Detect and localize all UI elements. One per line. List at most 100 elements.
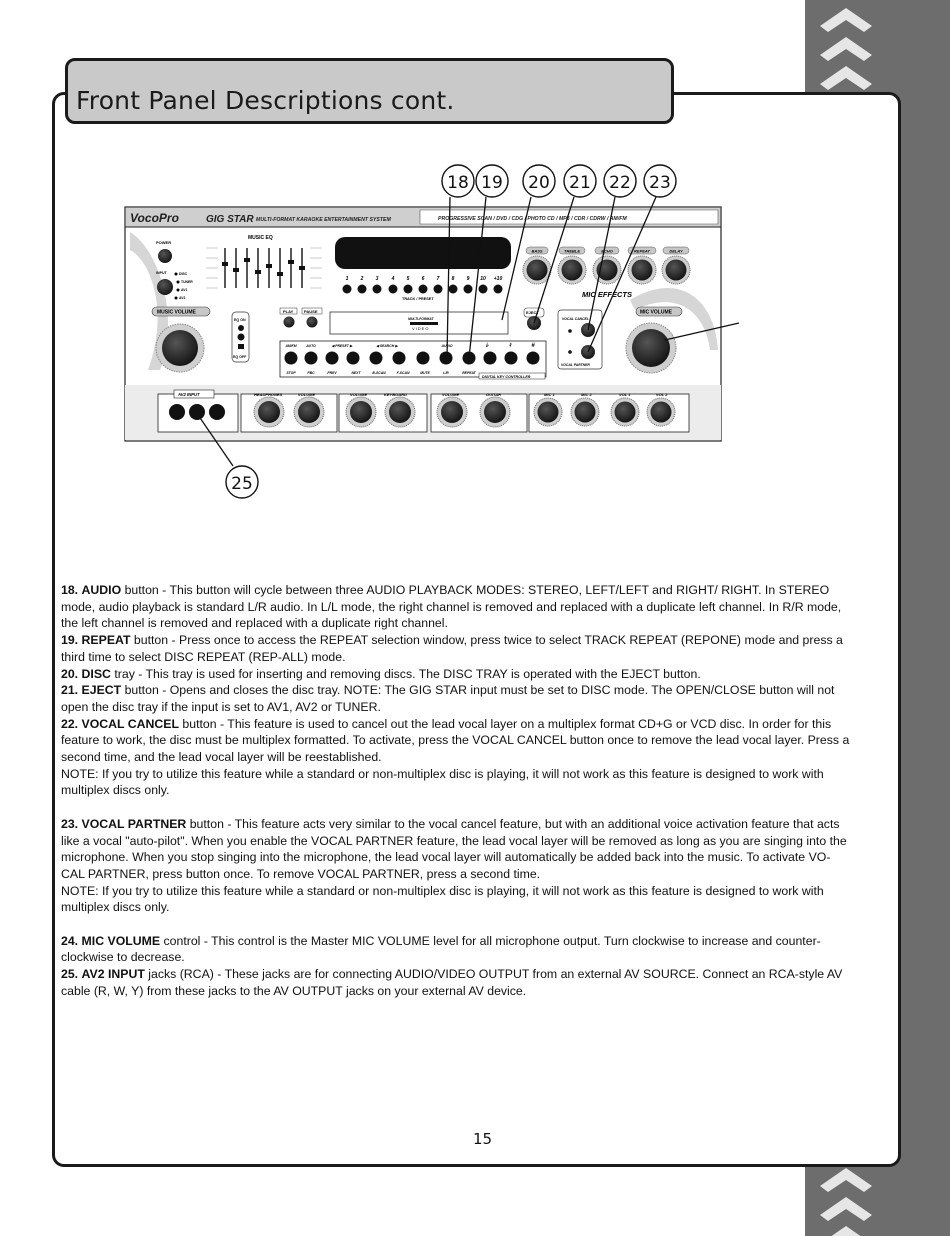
mic-volume-label: MIC VOLUME	[640, 310, 673, 316]
item-20: 20. DISC tray - This tray is used for in…	[61, 666, 701, 681]
track-number-labels: 1 2 3 4 5 6 7 8 9 10 +10	[346, 276, 503, 282]
mic-volume-knob	[632, 329, 670, 367]
page-number: 15	[473, 1130, 493, 1148]
note-22: NOTE: If you try to utilize this feature…	[61, 766, 824, 798]
pause-button	[306, 316, 318, 328]
svg-text:MULTI-FORMAT: MULTI-FORMAT	[408, 317, 434, 321]
svg-text:VIDEO: VIDEO	[412, 326, 429, 331]
svg-text:PBC: PBC	[307, 371, 315, 375]
power-button	[158, 249, 172, 263]
svg-text:#: #	[531, 343, 535, 349]
music-eq-label: MUSIC EQ	[248, 235, 273, 241]
svg-text:22: 22	[609, 173, 631, 193]
control-buttons	[284, 351, 540, 365]
svg-text:TREBLE: TREBLE	[564, 249, 580, 254]
chevron-up-icons-top	[820, 8, 872, 90]
descriptions: 18. AUDIO button - This button will cycl…	[61, 582, 853, 1000]
svg-text:4: 4	[391, 276, 395, 282]
item-23: 23. VOCAL PARTNER button - This feature …	[61, 816, 847, 881]
svg-text:DELAY: DELAY	[669, 249, 683, 254]
svg-text:STOP: STOP	[286, 371, 296, 375]
svg-text:23: 23	[649, 173, 671, 193]
tagline: MULTI-FORMAT KARAOKE ENTERTAINMENT SYSTE…	[256, 217, 391, 223]
svg-text:MIC 2: MIC 2	[581, 392, 592, 397]
svg-text:VOLUME: VOLUME	[350, 392, 367, 397]
display-window	[335, 237, 511, 269]
model-name: GIG STAR	[206, 214, 254, 225]
power-label: POWER	[156, 240, 171, 245]
mic-effects-label: MIC EFFECTS	[582, 290, 632, 299]
callout-numbers: 18 19 20 21 22 23 24 25	[231, 173, 671, 494]
brand-logo: VocoPro	[130, 211, 179, 225]
play-button	[283, 316, 295, 328]
av2-input-jacks	[169, 404, 225, 420]
svg-text:◀ SEARCH ▶: ◀ SEARCH ▶	[376, 344, 398, 348]
svg-text:20: 20	[528, 173, 550, 193]
svg-text:PAUSE: PAUSE	[304, 309, 318, 314]
svg-text:♮: ♮	[509, 342, 512, 349]
svg-text:9: 9	[467, 276, 470, 282]
effect-knobs	[522, 255, 691, 285]
svg-text:F-SCAN: F-SCAN	[397, 371, 410, 375]
svg-text:EQ ON: EQ ON	[234, 318, 246, 322]
svg-text:ECHO: ECHO	[601, 249, 613, 254]
svg-text:DIGITAL KEY CONTROLLER: DIGITAL KEY CONTROLLER	[482, 375, 531, 379]
item-25: 25. AV2 INPUT jacks (RCA) - These jacks …	[61, 967, 843, 998]
callout-lines	[195, 196, 740, 467]
item-19: 19. REPEAT button - Press once to access…	[61, 633, 843, 664]
input-knob	[157, 279, 173, 295]
svg-text:25: 25	[231, 474, 253, 494]
track-buttons	[342, 284, 503, 294]
svg-text:L/R: L/R	[443, 371, 449, 375]
svg-text:◀ PRESET ▶: ◀ PRESET ▶	[332, 344, 353, 348]
svg-text:NEXT: NEXT	[351, 371, 361, 375]
svg-text:8: 8	[452, 276, 455, 282]
svg-text:EJECT: EJECT	[526, 310, 539, 315]
svg-text:AUTO: AUTO	[305, 344, 316, 348]
music-volume-label: MUSIC VOLUME	[157, 310, 197, 316]
item-24: 24. MIC VOLUME control - This control is…	[61, 933, 821, 965]
item-22: 22. VOCAL CANCEL button - This feature i…	[61, 716, 850, 765]
svg-text:MUTE: MUTE	[420, 371, 430, 375]
svg-text:3: 3	[376, 276, 379, 282]
svg-text:1: 1	[346, 276, 349, 282]
svg-text:19: 19	[481, 173, 503, 193]
svg-text:VOLUME: VOLUME	[298, 392, 315, 397]
svg-text:AV2 INPUT: AV2 INPUT	[177, 392, 200, 397]
svg-text:BASS: BASS	[531, 249, 542, 254]
svg-text:PREV: PREV	[327, 371, 337, 375]
svg-text:PLAY: PLAY	[283, 309, 294, 314]
svg-text:VOL 2: VOL 2	[656, 392, 668, 397]
chevron-up-icons-bottom	[820, 1168, 872, 1236]
svg-text:7: 7	[437, 276, 440, 282]
mic-jacks	[533, 397, 676, 427]
page-title: Front Panel Descriptions cont.	[76, 86, 455, 115]
svg-text:EQ OFF: EQ OFF	[233, 355, 247, 359]
svg-text:VOCAL PARTNER: VOCAL PARTNER	[561, 363, 590, 367]
item-18: 18. AUDIO button - This button will cycl…	[61, 583, 842, 631]
svg-text:AV2: AV2	[179, 296, 185, 300]
svg-text:AV1: AV1	[181, 288, 187, 292]
title-tab	[65, 58, 674, 124]
note-23: NOTE: If you try to utilize this feature…	[61, 883, 824, 915]
front-panel-diagram: VocoPro GIG STAR MULTI-FORMAT KARAOKE EN…	[124, 164, 740, 499]
svg-text:18: 18	[447, 173, 469, 193]
svg-text:10: 10	[480, 276, 486, 282]
input-label: INPUT	[156, 271, 168, 275]
item-21: 21. EJECT button - Opens and closes the …	[61, 683, 835, 714]
svg-text:2: 2	[360, 276, 364, 282]
svg-text:+10: +10	[494, 276, 503, 282]
svg-text:B-SCAN: B-SCAN	[372, 371, 386, 375]
svg-text:VOLUME: VOLUME	[442, 392, 459, 397]
svg-text:REPEAT: REPEAT	[462, 371, 476, 375]
svg-text:KEYBOARD: KEYBOARD	[384, 392, 407, 397]
svg-text:GUITAR: GUITAR	[486, 392, 501, 397]
svg-text:6: 6	[422, 276, 425, 282]
svg-text:MIC 1: MIC 1	[544, 392, 555, 397]
svg-text:HEADPHONES: HEADPHONES	[254, 392, 283, 397]
svg-text:♭: ♭	[486, 342, 489, 349]
svg-text:DISC: DISC	[179, 272, 188, 276]
svg-text:5: 5	[407, 276, 410, 282]
svg-text:TUNER: TUNER	[181, 280, 193, 284]
svg-text:REPEAT: REPEAT	[634, 249, 650, 254]
